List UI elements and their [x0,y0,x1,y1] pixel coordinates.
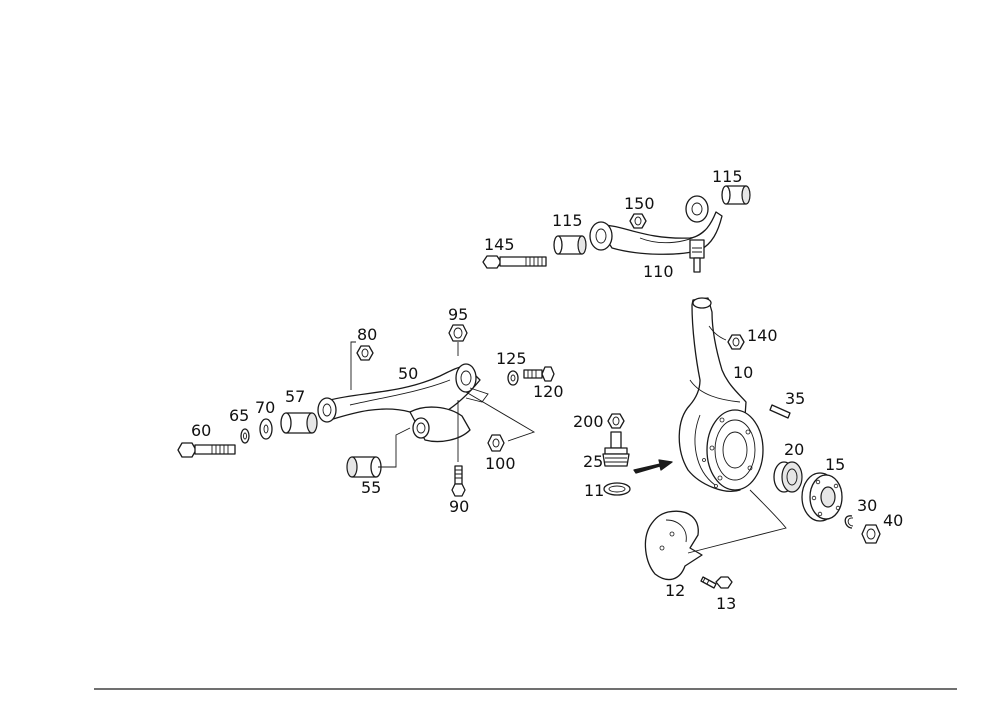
label-90: 90 [449,497,469,516]
bearing-20 [773,461,803,493]
bushing-115-right [721,185,751,205]
bolt-90 [451,465,466,497]
washer-65 [240,428,250,444]
label-30: 30 [857,496,877,515]
label-120: 120 [533,382,564,401]
label-12: 12 [665,581,685,600]
pin-35 [769,404,791,419]
bushing-57 [280,412,318,434]
label-55: 55 [361,478,381,497]
bolt-13 [700,576,733,589]
label-60: 60 [191,421,211,440]
label-150: 150 [624,194,655,213]
label-10: 10 [733,363,753,382]
bolt-120 [523,366,555,382]
circlip-30 [844,515,854,529]
washer-70 [259,418,273,440]
label-13: 13 [716,594,736,613]
label-65: 65 [229,406,249,425]
bushing-115-left [553,235,587,255]
nut-150 [629,213,647,229]
bolt-60 [177,442,236,458]
assembly-arrow [633,459,673,474]
label-140: 140 [747,326,778,345]
lower-control-arm-50 [317,363,489,443]
label-70: 70 [255,398,275,417]
label-100: 100 [485,454,516,473]
label-110: 110 [643,262,674,281]
label-50: 50 [398,364,418,383]
label-145: 145 [484,235,515,254]
nut-95 [448,324,468,342]
bolt-145 [482,255,547,269]
label-95: 95 [448,305,468,324]
label-15: 15 [825,455,845,474]
label-125: 125 [496,349,527,368]
leader-lines [350,325,787,554]
nut-140 [727,334,745,350]
label-57: 57 [285,387,305,406]
upper-control-arm-110 [589,195,723,273]
brake-dust-shield-12 [644,510,703,581]
bushing-55 [346,456,382,478]
nut-80 [356,345,374,361]
label-20: 20 [784,440,804,459]
wheel-hub-15 [801,472,843,522]
nut-200 [607,413,625,429]
label-25: 25 [583,452,603,471]
washer-125 [507,370,519,386]
circlip-11 [603,482,631,496]
label-115-top: 115 [712,167,743,186]
ball-joint-25 [602,431,630,467]
label-115-mid: 115 [552,211,583,230]
label-80: 80 [357,325,377,344]
label-200: 200 [573,412,604,431]
part-labels: 115 150 115 145 110 95 80 140 125 50 10 … [191,167,903,613]
steering-knuckle-10 [678,297,764,492]
label-40: 40 [883,511,903,530]
nut-100 [487,434,505,452]
label-35: 35 [785,389,805,408]
label-11: 11 [584,481,604,500]
axle-nut-40 [861,524,881,544]
